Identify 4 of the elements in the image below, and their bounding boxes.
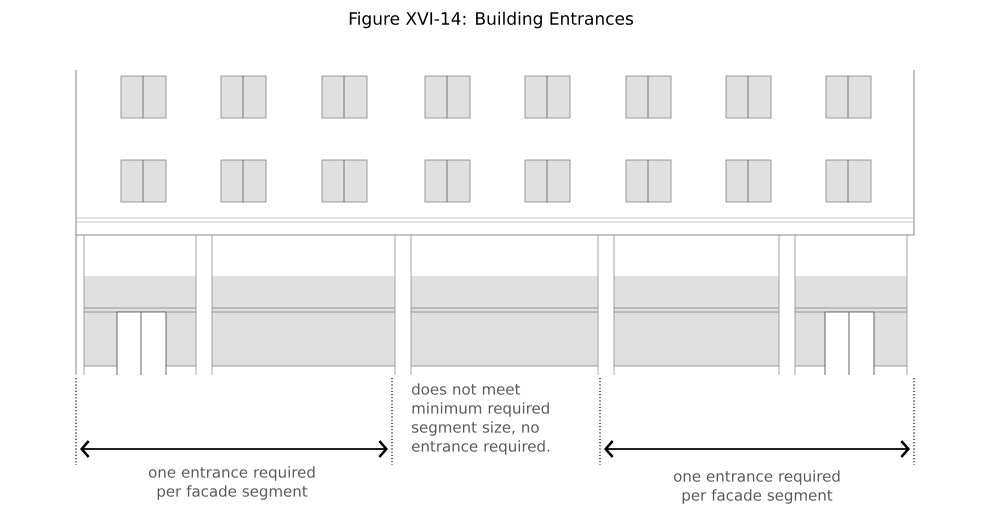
title: Figure XVI-14: Building Entrances bbox=[350, 12, 634, 28]
dimension-label: one entrance required per facade segment bbox=[148, 466, 314, 500]
note-text: does not meet minimum required segment size, no entrance required. bbox=[412, 383, 550, 455]
dimension-label: one entrance required per facade segment bbox=[674, 470, 840, 504]
